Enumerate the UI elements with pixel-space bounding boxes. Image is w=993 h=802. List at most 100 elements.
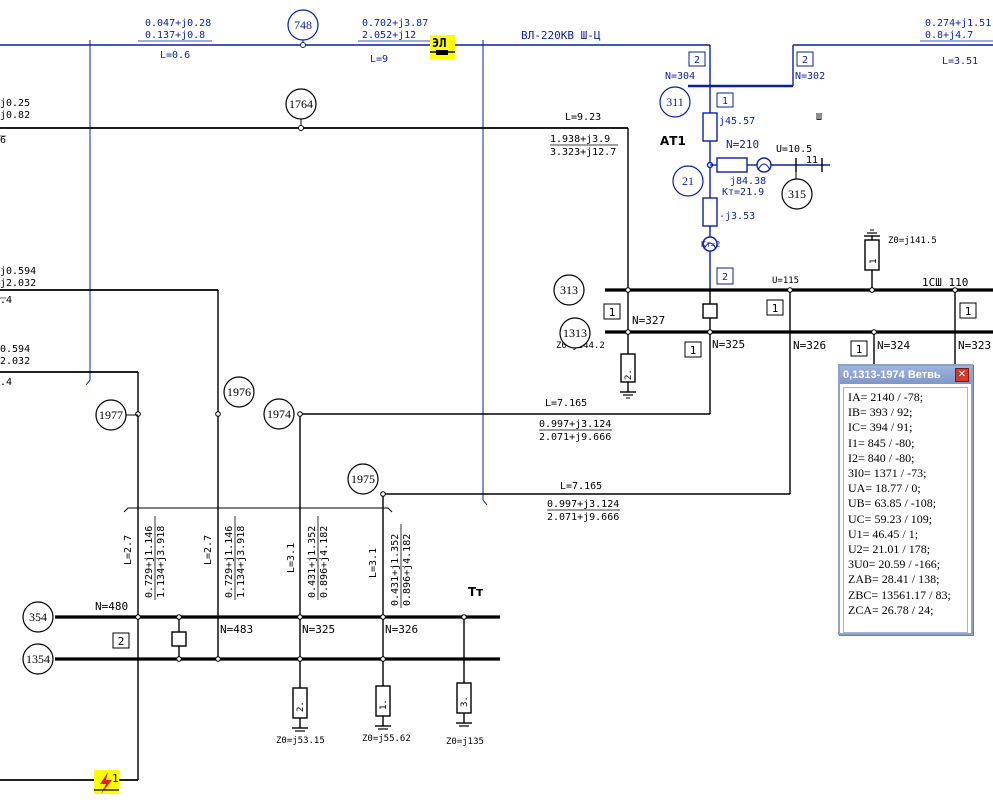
node-748[interactable]: 748 xyxy=(287,9,319,48)
diagram-label: 1975 xyxy=(351,472,375,486)
at1-labels: АТ1 Ш N=304 N=302 2 2 1 j45.57 N=210 j84… xyxy=(660,51,825,285)
diagram-label: 2. xyxy=(296,701,306,712)
diagram-label: Тт xyxy=(468,585,483,599)
imp1-bot: 0.137+j0.8 xyxy=(145,30,205,41)
diagram-label: N=302 xyxy=(795,71,825,82)
diagram-label: 1 xyxy=(112,772,119,785)
diagram-label: 354 xyxy=(29,610,47,624)
diagram-label: N=325 xyxy=(712,338,745,351)
diagram-label: N=325 xyxy=(302,623,335,636)
diagram-label: 1313 xyxy=(563,326,587,340)
left-edge-labels: j0.25 j0.82 6 j0.594 j2.032 .4 0.594 2.0… xyxy=(0,98,36,388)
diagram-label: j0.25 xyxy=(0,98,30,109)
value-line: UA= 18.77 / 0; xyxy=(848,481,921,496)
at1-transformer xyxy=(702,90,830,290)
value-line: UB= 63.85 / -108; xyxy=(848,496,937,511)
diagram-label: N=323 xyxy=(958,339,991,352)
value-line: 3I0= 1371 / -73; xyxy=(848,466,927,481)
diagram-label: 311 xyxy=(666,95,684,109)
bus-110 xyxy=(300,229,993,495)
diagram-label: 1 xyxy=(609,306,616,319)
diagram-label: -j3.53 xyxy=(719,211,755,222)
diagram-label: 1СШ 110 xyxy=(922,276,968,289)
diagram-label: L=3.1 xyxy=(286,543,297,573)
diagram-label: N=326 xyxy=(793,339,826,352)
diagram-label: 0.729+j1.146 xyxy=(144,526,155,598)
branch-info-title-text: 0,1313-1974 Ветвь xyxy=(843,369,941,381)
node-311[interactable]: 311 xyxy=(659,86,691,118)
diagram-label: L=9.23 xyxy=(565,112,601,123)
len1: L=0.6 xyxy=(160,50,190,61)
diagram-label: 1.134+j3.918 xyxy=(156,526,167,598)
value-line: I2= 840 / -80; xyxy=(848,450,915,465)
diagram-label: 315 xyxy=(788,187,806,201)
diagram-label: 2 xyxy=(118,635,125,648)
diagram-label: 2 xyxy=(694,55,700,66)
el-badge-label: ЭЛ xyxy=(432,36,446,50)
fault-marker[interactable]: 1 xyxy=(94,770,119,794)
diagram-label: 0.896+j4.182 xyxy=(319,526,330,598)
diagram-label: Кт=21.9 xyxy=(722,187,764,198)
diagram-label: 313 xyxy=(560,283,578,297)
diagram-label: Z0=j135 xyxy=(446,737,484,747)
line-1975-labels: L=7.165 0.997+j3.124 2.071+j9.666 xyxy=(547,481,620,523)
node-1764[interactable]: 1764 xyxy=(285,88,317,131)
diagram-label: Ш xyxy=(816,112,822,123)
diagram-label: L=7.165 xyxy=(560,481,602,492)
el-badge[interactable]: ЭЛ xyxy=(430,35,455,59)
diagram-label: 11 xyxy=(806,155,818,166)
line-1974-labels: L=7.165 0.997+j3.124 2.071+j9.666 xyxy=(539,398,612,443)
node-748-label: 748 xyxy=(294,18,312,32)
diagram-label: 1 xyxy=(869,259,879,264)
node-1313[interactable]: 1313 xyxy=(559,317,591,349)
diagram-label: Кт=2 xyxy=(701,240,720,249)
value-line: U1= 46.45 / 1; xyxy=(848,526,919,541)
diagram-label: L=2.7 xyxy=(123,535,134,565)
branch-info-title[interactable]: 0,1313-1974 Ветвь ✕ xyxy=(840,366,971,384)
diagram-label: 0.729+j1.146 xyxy=(224,526,235,598)
diagram-label: L=2.7 xyxy=(203,535,214,565)
lightning-icon xyxy=(100,772,112,794)
diagram-label: .4 xyxy=(0,295,12,306)
value-line: IB= 393 / 92; xyxy=(848,405,913,420)
bus-110-labels: U=115 1СШ 110 N=327 N=325 N=326 N=324 N=… xyxy=(556,236,991,380)
value-line: IA= 2140 / -78; xyxy=(848,390,924,404)
close-icon[interactable]: ✕ xyxy=(955,368,969,382)
node-1976[interactable]: 1976 xyxy=(223,376,255,408)
node-21[interactable]: 21 xyxy=(672,165,704,197)
value-line: U2= 21.01 / 178; xyxy=(848,542,931,557)
diagram-label: 2.071+j9.666 xyxy=(539,432,611,443)
diagram-label: 0.997+j3.124 xyxy=(547,499,619,510)
branch-info-window[interactable]: 0,1313-1974 Ветвь ✕ IA= 2140 / -78; IB= … xyxy=(838,364,973,635)
value-line: ZAB= 28.41 / 138; xyxy=(848,572,940,587)
branch-info-body: IA= 2140 / -78; IB= 393 / 92; IC= 394 / … xyxy=(843,387,968,633)
node-1977[interactable]: 1977 xyxy=(95,399,138,431)
diagram-label: 3. xyxy=(460,696,470,707)
node-354[interactable]: 354 xyxy=(22,601,54,633)
diagram-label: 6 xyxy=(0,135,6,146)
top-line-labels: 0.047+j0.28 0.137+j0.8 L=0.6 0.702+j3.87… xyxy=(145,18,991,67)
diagram-label: .4 xyxy=(0,377,12,388)
node-313[interactable]: 313 xyxy=(553,274,585,306)
node-1974[interactable]: 1974 xyxy=(263,398,295,430)
diagram-label: L=7.165 xyxy=(545,398,587,409)
node-1354[interactable]: 1354 xyxy=(22,643,54,675)
diagram-label: N=480 xyxy=(95,600,128,613)
value-line: UC= 59.23 / 109; xyxy=(848,511,933,526)
top-220kv-line xyxy=(0,40,993,506)
diagram-label: 1 xyxy=(690,344,697,357)
diagram-label: 1.938+j3.9 xyxy=(550,134,610,145)
node-315[interactable]: 315 xyxy=(781,178,813,210)
diagram-label: 1. xyxy=(379,699,389,710)
diagram-label: 2.032 xyxy=(0,356,30,367)
diagram-label: 2.071+j9.666 xyxy=(547,512,619,523)
imp1-top: 0.047+j0.28 xyxy=(145,18,211,29)
node-1975[interactable]: 1975 xyxy=(347,463,379,495)
diagram-label: N=304 xyxy=(665,71,695,82)
value-line: I1= 845 / -80; xyxy=(848,435,915,450)
diagram-label: N=483 xyxy=(220,623,253,636)
diagram-label: Z0=j55.62 xyxy=(362,734,411,744)
diagram-label: 0.896+j4.182 xyxy=(402,534,413,606)
value-line: 3U0= 20.59 / -166; xyxy=(848,557,941,572)
